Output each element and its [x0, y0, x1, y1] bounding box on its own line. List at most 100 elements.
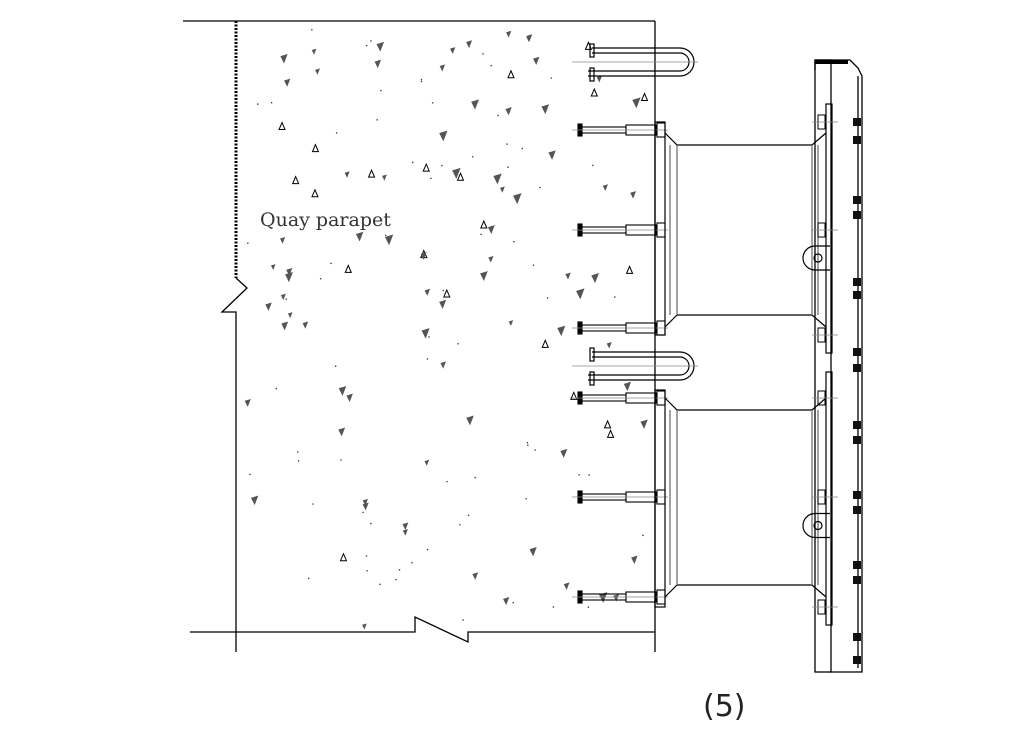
aggregate — [503, 596, 510, 606]
frame-bolt — [853, 348, 861, 356]
lifting-lug — [802, 512, 830, 539]
aggregate — [420, 252, 427, 260]
aggregate — [384, 234, 387, 237]
frame-bolt — [853, 118, 861, 126]
aggregate — [474, 476, 476, 479]
aggregate — [421, 328, 430, 339]
aggregate — [362, 502, 369, 511]
u-bolts — [572, 43, 698, 386]
aggregate — [467, 514, 470, 517]
aggregate — [499, 186, 505, 193]
base-plate — [654, 121, 666, 336]
aggregate — [457, 342, 459, 345]
aggregate — [439, 64, 446, 72]
front-plate — [825, 371, 833, 626]
aggregate — [640, 419, 648, 429]
anchor-bolt — [572, 122, 668, 138]
aggregate — [513, 193, 522, 205]
aggregate — [285, 298, 288, 300]
aggregate — [606, 429, 615, 438]
aggregate — [512, 240, 515, 243]
aggregate — [606, 342, 612, 349]
concrete-aggregate-hatch — [244, 28, 649, 630]
aggregate — [441, 164, 443, 167]
aggregate — [426, 358, 429, 360]
aggregate — [249, 473, 251, 476]
aggregate — [505, 107, 512, 116]
aggregate — [488, 255, 494, 263]
front-plate — [825, 103, 833, 354]
aggregate — [576, 288, 585, 300]
aggregate — [287, 312, 293, 319]
aggregate — [480, 219, 488, 229]
aggregate — [560, 448, 568, 458]
aggregate — [548, 150, 556, 160]
aggregate — [411, 161, 414, 164]
aggregate — [362, 623, 367, 630]
aggregate — [525, 498, 527, 500]
aggregate — [330, 262, 332, 265]
panel-bolts — [812, 114, 861, 664]
aggregate — [587, 606, 590, 608]
aggregate — [480, 271, 488, 282]
aggregate — [311, 28, 313, 31]
aggregate — [297, 460, 300, 462]
anchor-bolts — [572, 122, 668, 605]
frame-bolt — [853, 211, 861, 219]
frame-bolt — [853, 561, 861, 569]
aggregate — [565, 272, 571, 280]
aggregate — [497, 114, 499, 117]
aggregate — [382, 174, 387, 181]
aggregate — [424, 288, 431, 296]
aggregate — [614, 296, 616, 298]
aggregate — [466, 40, 473, 49]
aggregate — [315, 68, 320, 75]
aggregate — [541, 339, 550, 348]
aggregate — [430, 177, 432, 180]
aggregate — [370, 40, 372, 42]
aggregate — [270, 101, 273, 104]
aggregate — [250, 495, 259, 506]
aggregate — [280, 237, 286, 244]
anchor-bolt — [572, 489, 668, 505]
lug-hole — [813, 520, 823, 531]
aggregate — [346, 393, 353, 402]
aggregate — [284, 78, 291, 87]
aggregate — [623, 381, 632, 392]
aggregate — [340, 459, 342, 461]
aggregate — [319, 277, 322, 280]
aggregate — [291, 175, 300, 185]
aggregate — [552, 606, 555, 608]
aggregate — [380, 89, 382, 92]
frame-bolt — [853, 136, 861, 144]
aggregate — [286, 267, 293, 276]
frame-bolt — [853, 436, 861, 444]
aggregate — [420, 80, 423, 83]
aggregate — [398, 568, 401, 571]
aggregate — [529, 547, 537, 557]
rubber-fender — [654, 103, 833, 354]
aggregate — [344, 264, 353, 273]
aggregate — [563, 582, 570, 590]
aggregate — [311, 48, 317, 55]
aggregate — [508, 320, 514, 327]
aggregate — [506, 30, 512, 38]
aggregate — [602, 184, 608, 192]
aggregate — [275, 387, 278, 390]
u-bolt — [572, 347, 698, 386]
u-bolt — [572, 43, 698, 82]
aggregate — [450, 47, 456, 55]
aggregate — [244, 398, 251, 408]
aggregate — [596, 75, 603, 83]
aggregate — [302, 321, 309, 329]
aggregate — [338, 385, 347, 396]
aggregate — [402, 522, 409, 531]
aggregate — [374, 59, 382, 69]
aggregate — [339, 552, 348, 562]
aggregate — [570, 391, 578, 400]
aggregate — [642, 534, 644, 537]
aggregate — [640, 92, 649, 102]
anchor-bolt — [572, 390, 668, 406]
aggregate — [365, 555, 368, 557]
